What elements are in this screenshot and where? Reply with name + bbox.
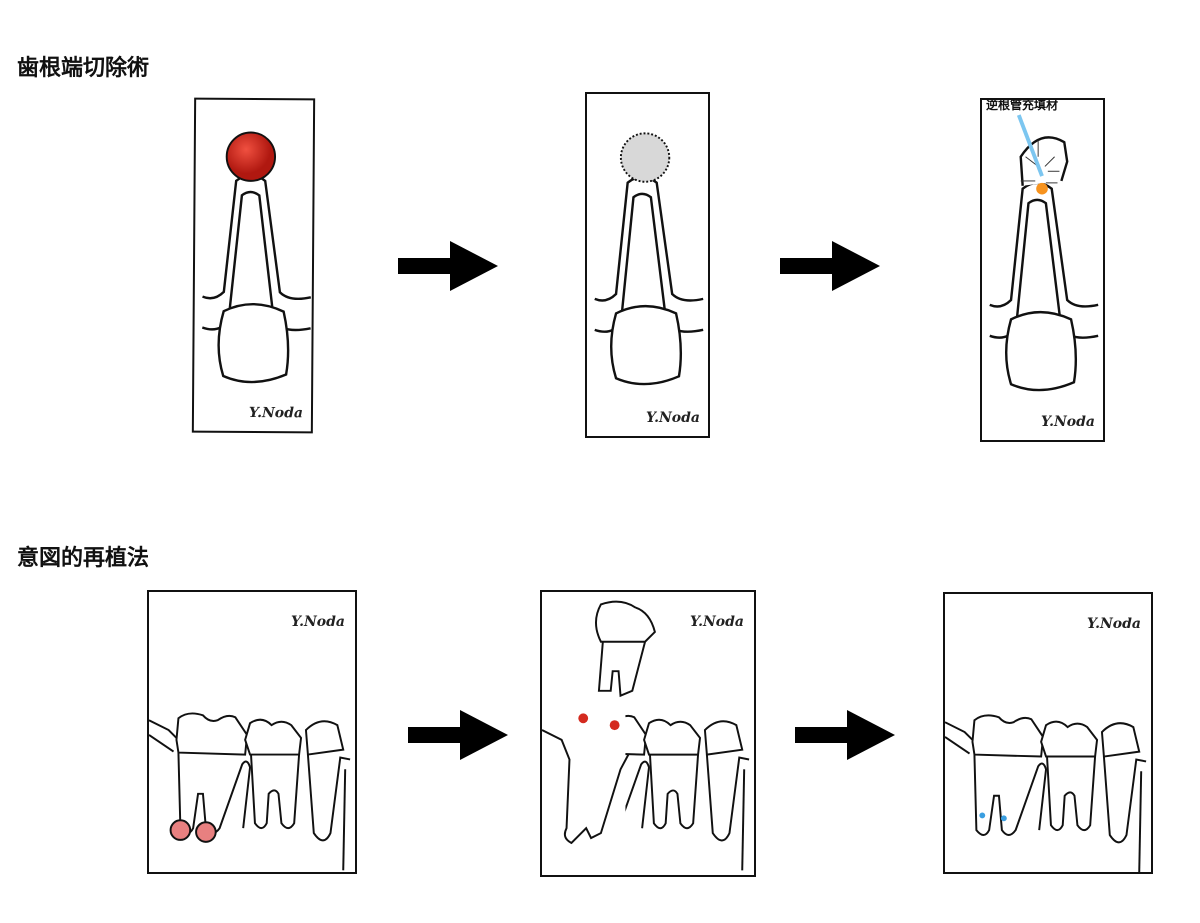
signature: Y.Noda (1040, 414, 1095, 430)
signature: Y.Noda (689, 614, 744, 630)
signature: Y.Noda (645, 410, 700, 426)
signature: Y.Noda (248, 404, 304, 422)
periapical-lesion (225, 131, 277, 182)
arrow-right-icon (398, 241, 498, 291)
arrow-right-icon (795, 710, 895, 760)
signature: Y.Noda (290, 614, 345, 630)
section-title-replantation: 意図的再植法 (17, 546, 150, 571)
apicoectomy-step-3: 逆根管充填材 Y.Noda (980, 98, 1105, 442)
arrow-right-icon (780, 241, 880, 291)
replantation-step-1: Y.Noda (147, 590, 357, 874)
replantation-step-3: Y.Noda (943, 592, 1153, 874)
retrograde-filling (1036, 182, 1048, 195)
section-title-apicoectomy: 歯根端切除術 (17, 56, 150, 81)
blue-arrow (1016, 114, 1044, 177)
signature: Y.Noda (1086, 616, 1141, 632)
arrow-right-icon (408, 710, 508, 760)
retrograde-filling-label: 逆根管充填材 (986, 98, 1059, 112)
extracted-tooth (595, 600, 656, 698)
apicoectomy-step-2: Y.Noda (585, 92, 710, 438)
replantation-step-2: Y.Noda (540, 590, 756, 877)
apicoectomy-step-1: Y.Noda (191, 97, 316, 434)
resected-area (619, 132, 671, 183)
